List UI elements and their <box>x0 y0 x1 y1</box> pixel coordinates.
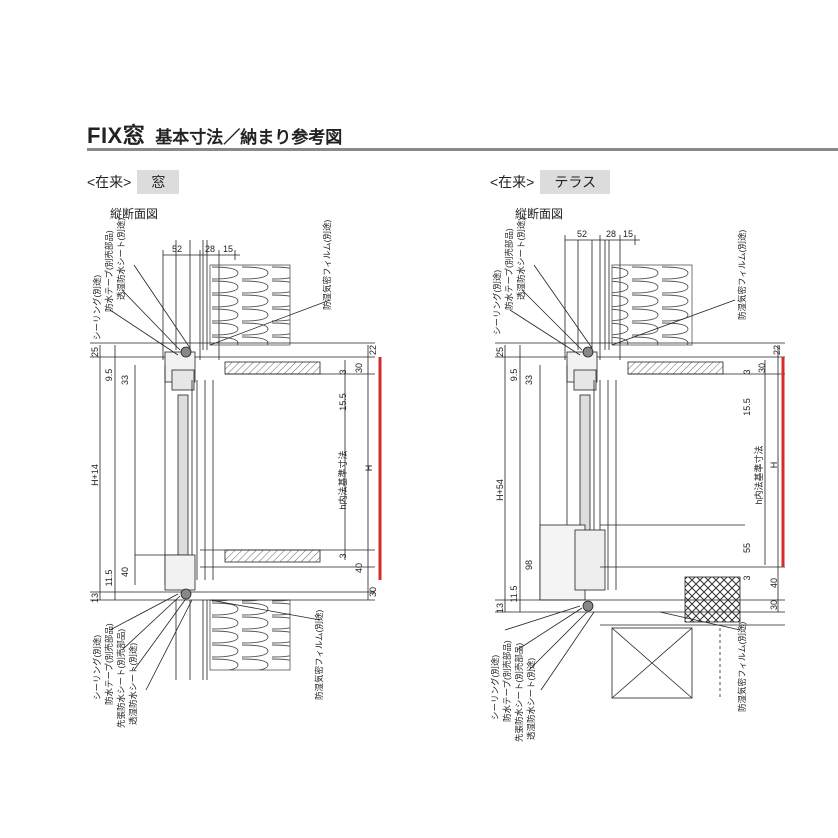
left-dim-left-7: 13 <box>90 593 100 603</box>
right-caption: 縦断面図 <box>515 207 564 221</box>
left-dim-left-6: 40 <box>120 567 130 577</box>
right-tag: テラス <box>540 170 611 194</box>
right-dim-right-10: 30 <box>769 600 779 610</box>
title-main: FIX窓 <box>87 123 146 148</box>
left-note-bottom-2: 防水テープ(別売部品) <box>104 623 114 705</box>
left-dim-right-5: h内法基準寸法 <box>337 450 348 509</box>
right-note-top-3: 透湿防水シート(別途) <box>516 218 526 300</box>
right-dim-top-3: 15 <box>623 229 633 239</box>
left-note-top-1: シーリング(別途) <box>92 275 102 340</box>
right-dim-right-6: H <box>769 462 779 469</box>
right-dim-top-2: 28 <box>606 229 616 239</box>
right-section-label: <在来> テラス <box>490 170 611 194</box>
left-note-top-3: 透湿防水シート(別途) <box>116 218 126 300</box>
left-section-label: <在来> 窓 <box>87 170 180 194</box>
right-dim-right-2: 30 <box>757 363 767 373</box>
left-dim-top-1: 52 <box>172 244 182 254</box>
right-note-top-1: シーリング(別途) <box>492 270 502 335</box>
left-dim-left-5: 11.5 <box>104 570 114 587</box>
left-dim-right-9: 30 <box>368 587 378 597</box>
left-dim-left-2: 9.5 <box>104 369 114 382</box>
right-dim-left-6: 11.5 <box>509 586 519 603</box>
right-note-bottom-3: 先張防水シート(別売部品) <box>514 643 524 742</box>
right-note-vapor-top: 防湿気密フィルム(別途) <box>737 230 747 320</box>
left-dim-right-3: 3 <box>338 369 348 374</box>
right-dim-top-1: 52 <box>577 229 587 239</box>
right-drawing <box>495 235 785 699</box>
left-dim-right-8: 40 <box>354 563 364 573</box>
right-dim-left-5: 98 <box>524 560 534 570</box>
right-dim-right-7: 55 <box>742 543 752 553</box>
left-note-top-2: 防水テープ(別売部品) <box>104 230 114 312</box>
right-note-bottom-2: 防水テープ(別売部品) <box>502 640 512 722</box>
right-note-top-2: 防水テープ(別売部品) <box>504 228 514 310</box>
title-rule <box>87 148 838 151</box>
page-title: FIX窓 基本寸法／納まり参考図 <box>87 118 342 150</box>
left-dim-left-3: 33 <box>120 375 130 385</box>
left-note-bottom-3: 先張防水シート(別売部品) <box>116 629 126 728</box>
left-dim-labels: 52 28 15 25 9.5 33 H+14 11.5 40 13 22 30… <box>90 244 378 603</box>
left-dim-right-2: 30 <box>354 363 364 373</box>
left-caption: 縦断面図 <box>110 207 159 221</box>
left-dim-left-4: H+14 <box>90 464 100 486</box>
right-dim-left-1: 25 <box>495 347 505 357</box>
left-note-vapor-bottom: 防湿気密フィルム(別途) <box>314 610 324 700</box>
right-dim-right-8: 3 <box>742 575 752 580</box>
right-dim-right-1: 22 <box>772 345 782 355</box>
left-dim-right-4: 15.5 <box>338 393 348 411</box>
left-note-vapor-top: 防湿気密フィルム(別途) <box>322 220 332 310</box>
right-dim-left-3: 33 <box>524 375 534 385</box>
left-tag: 窓 <box>137 170 180 194</box>
right-dim-left-2: 9.5 <box>509 369 519 382</box>
right-note-bottom-1: シーリング(別途) <box>490 655 500 720</box>
right-dim-left-7: 13 <box>495 603 505 613</box>
left-note-bottom-1: シーリング(別途) <box>92 635 102 700</box>
right-note-vapor-bottom: 防湿気密フィルム(別途) <box>737 622 747 712</box>
right-note-bottom-4: 透湿防水シート(別途) <box>526 658 536 740</box>
right-dim-right-3: 3 <box>742 369 752 374</box>
right-dim-right-9: 40 <box>769 578 779 588</box>
right-dim-right-5: h内法基準寸法 <box>753 445 764 504</box>
left-note-bottom-4: 透湿防水シート(別途) <box>128 643 138 725</box>
right-dim-left-4: H+54 <box>495 479 505 501</box>
left-dim-top-2: 28 <box>205 244 215 254</box>
right-label: <在来> <box>490 174 535 190</box>
title-sub: 基本寸法／納まり参考図 <box>155 128 343 147</box>
left-dim-right-6: H <box>364 465 374 472</box>
right-notes: シーリング(別途) 防水テープ(別売部品) 透湿防水シート(別途) 防湿気密フィ… <box>490 218 747 742</box>
left-dim-right-7: 3 <box>338 553 348 558</box>
left-dim-right-1: 22 <box>368 345 378 355</box>
right-dim-labels: 52 28 15 25 9.5 33 H+54 98 11.5 13 22 30… <box>495 229 782 613</box>
left-label: <在来> <box>87 174 132 190</box>
left-drawing <box>90 240 375 691</box>
left-notes: シーリング(別途) 防水テープ(別売部品) 透湿防水シート(別途) 防湿気密フィ… <box>92 218 332 728</box>
left-dim-left-1: 25 <box>90 347 100 357</box>
right-dim-right-4: 15.5 <box>742 398 752 416</box>
left-dim-top-3: 15 <box>223 244 233 254</box>
